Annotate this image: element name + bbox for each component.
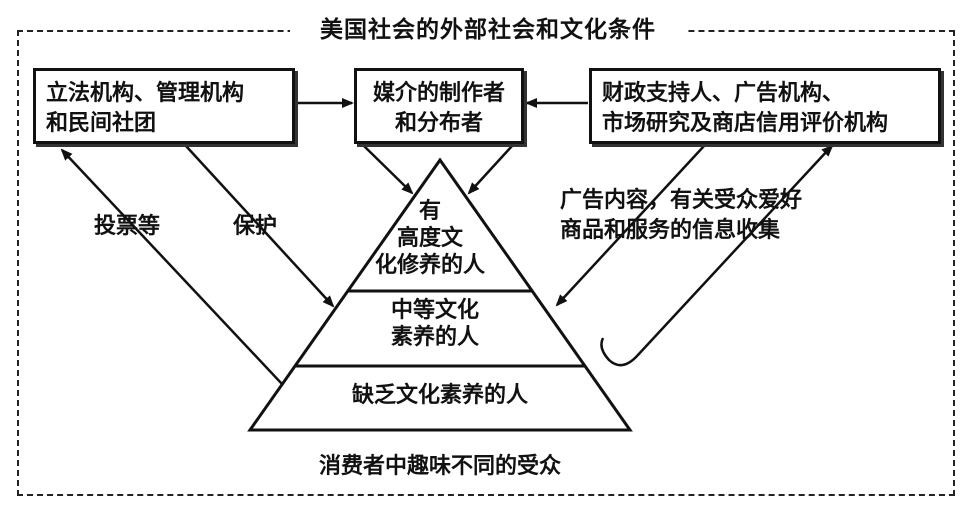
pyramid-top-line-2: 高度文 <box>396 226 463 251</box>
media-producers-box: 媒介的制作者 和分布者 <box>354 68 524 144</box>
info-collection-label: 广告内容，有关受众爱好 商品和服务的信息收集 <box>560 186 802 246</box>
frame-title: 美国社会的外部社会和文化条件 <box>290 13 686 47</box>
pyramid-middle-line-1: 中等文化 <box>390 298 479 323</box>
box-mid-line-2: 和分布者 <box>394 111 483 136</box>
arrow-middle-to-pyramid-left <box>363 145 414 195</box>
box-right-line-2: 市场研究及商店信用评价机构 <box>602 111 889 136</box>
arrow-right-box-to-pyramid <box>555 145 705 307</box>
pyramid-bottom-tier-text: 缺乏文化素养的人 <box>351 383 528 408</box>
box-mid-line-1: 媒介的制作者 <box>372 81 505 106</box>
box-left-line-1: 立法机构、管理机构 <box>46 81 245 106</box>
vote-label: 投票等 <box>94 214 161 239</box>
arrow-protect-to-pyramid <box>185 145 335 308</box>
arrow-middle-to-pyramid-right <box>467 145 513 195</box>
legislative-agencies-box: 立法机构、管理机构 和民间社团 <box>33 68 295 144</box>
pyramid-top-tier-text: 有 高度文 化修养的人 <box>360 198 500 279</box>
pyramid-outline <box>247 157 633 432</box>
return-arrow-head <box>821 144 834 157</box>
pyramid-middle-line-2: 素养的人 <box>390 325 479 350</box>
info-label-line-2: 商品和服务的信息收集 <box>560 218 781 243</box>
protect-label: 保护 <box>233 214 278 239</box>
box-left-line-2: 和民间社团 <box>46 111 157 136</box>
pyramid-top-line-1: 有 <box>418 199 441 224</box>
pyramid-caption: 消费者中趣味不同的受众 <box>318 454 561 479</box>
pyramid-middle-tier-text: 中等文化 素养的人 <box>350 297 520 351</box>
pyramid-top-line-3: 化修养的人 <box>374 253 485 278</box>
curved-return-arrow <box>600 149 829 367</box>
financial-supporters-box: 财政支持人、广告机构、 市场研究及商店信用评价机构 <box>589 68 941 144</box>
info-label-line-1: 广告内容，有关受众爱好 <box>560 188 803 213</box>
arrow-vote-to-left-box <box>60 148 283 385</box>
box-right-line-1: 财政支持人、广告机构、 <box>602 81 845 106</box>
